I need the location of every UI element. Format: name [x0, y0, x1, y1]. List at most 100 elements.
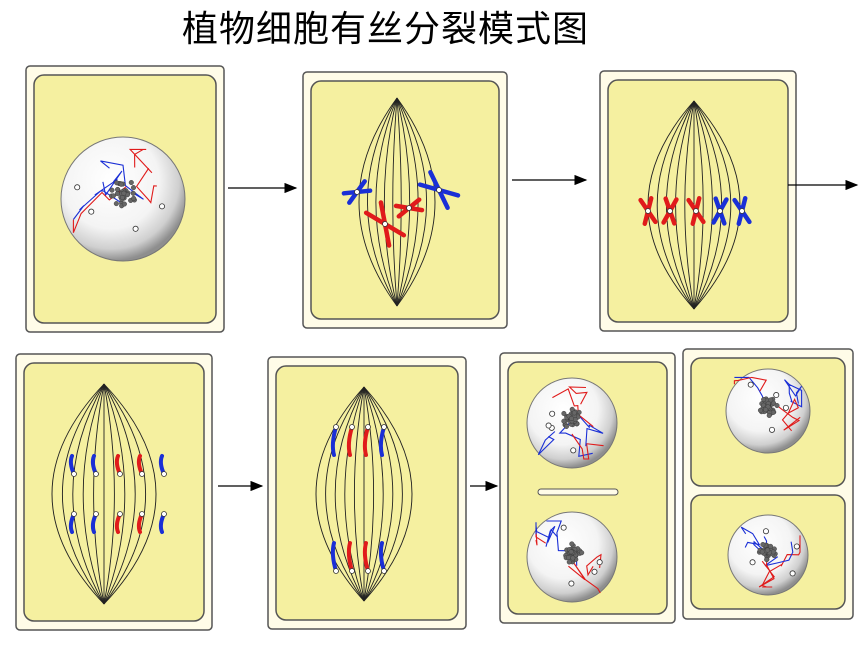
- centromere: [365, 568, 371, 574]
- chromosome: [114, 511, 123, 534]
- centromere: [773, 392, 780, 399]
- centromere: [349, 568, 355, 574]
- nucleolus-granule: [571, 410, 577, 416]
- nucleolus-granule: [757, 407, 763, 413]
- cell-anaphase-early: [15, 353, 213, 631]
- nucleolus-granule: [568, 549, 574, 555]
- chromosome: [378, 541, 387, 574]
- centromere: [591, 568, 598, 575]
- centromere: [645, 208, 651, 214]
- centromere: [596, 559, 603, 566]
- chromatin-thread: [586, 553, 602, 577]
- nucleolus-granule: [765, 547, 771, 553]
- centromere: [161, 511, 167, 517]
- nucleolus-granule: [759, 549, 765, 555]
- centromere: [381, 568, 387, 574]
- nucleolus-granule: [774, 402, 780, 408]
- chromatin-thread: [579, 416, 604, 447]
- chromosome: [378, 424, 387, 457]
- centromere: [71, 511, 77, 517]
- chromatin-thread: [94, 170, 123, 197]
- anaphase-late-spindle: [315, 386, 413, 602]
- chromatin-thread: [128, 148, 153, 174]
- chromosome: [362, 424, 371, 457]
- cell-prophase: [25, 65, 225, 333]
- daughter-upper-nucleus: [725, 368, 811, 454]
- cell-plate: [537, 488, 619, 496]
- spindle-fiber: [363, 386, 375, 602]
- centromere: [159, 203, 166, 210]
- chromatin-thread: [552, 388, 594, 428]
- nucleolus-granule: [561, 418, 567, 424]
- nucleolus-granule: [771, 400, 777, 406]
- nucleolus-granule: [764, 557, 770, 563]
- centromere: [354, 189, 360, 195]
- spindle-fiber: [353, 386, 365, 602]
- spindle-fiber: [693, 100, 704, 310]
- anaphase-early-spindle: [51, 383, 157, 605]
- chromosome: [417, 169, 461, 211]
- chromatin-thread: [535, 522, 550, 539]
- spindle-fiber: [82, 383, 105, 605]
- chromosome: [158, 511, 167, 534]
- chromatin-thread: [568, 561, 601, 594]
- centromere: [93, 471, 99, 477]
- chromosome: [68, 511, 77, 534]
- chromosome: [136, 454, 145, 477]
- spindle-fiber: [363, 386, 403, 602]
- spindle-fiber: [375, 97, 398, 307]
- nucleolus-granule: [131, 185, 137, 191]
- cell-anaphase-late: [267, 356, 467, 630]
- chromosome: [341, 179, 373, 205]
- spindle-fiber: [325, 386, 365, 602]
- centromere: [132, 225, 139, 232]
- nucleolus-granule: [566, 559, 572, 565]
- cell-metaphase: [599, 70, 797, 332]
- nucleolus-granule: [760, 542, 766, 548]
- chromatin-thread: [780, 535, 801, 567]
- nucleolus-granule: [766, 412, 772, 418]
- centromere: [349, 424, 355, 430]
- prometaphase-cytoplasm: [310, 80, 500, 320]
- chromatin-thread: [770, 400, 801, 431]
- chromosome: [90, 511, 99, 534]
- nucleolus-granule: [570, 555, 576, 561]
- nucleolus-granule: [768, 397, 774, 403]
- centromere: [570, 447, 577, 454]
- spindle-fiber: [93, 383, 105, 605]
- centromere: [560, 524, 567, 531]
- chromatin-thread: [784, 379, 803, 404]
- spindle-fiber: [62, 383, 105, 605]
- chromosome: [661, 196, 679, 226]
- centromere: [739, 208, 745, 214]
- nucleolus-granule: [561, 410, 567, 416]
- spindle-fiber: [392, 97, 398, 307]
- chromosome: [686, 195, 706, 227]
- centromere: [782, 404, 789, 411]
- spindle-fiber: [363, 386, 394, 602]
- spindle-fiber: [51, 383, 105, 605]
- spindle-fiber: [693, 100, 713, 310]
- spindle-fiber: [396, 97, 402, 307]
- nucleolus-granule: [114, 191, 120, 197]
- centromere: [74, 184, 81, 191]
- centromere: [545, 422, 552, 429]
- anaphase-late-cytoplasm: [275, 365, 459, 621]
- spindle-fiber: [103, 383, 115, 605]
- nucleolus-granule: [118, 181, 124, 187]
- spindle-fiber: [315, 386, 365, 602]
- spindle-fiber: [334, 386, 365, 602]
- spindle-fiber: [344, 386, 365, 602]
- chromosome: [90, 454, 99, 477]
- nucleolus-granule: [568, 415, 574, 421]
- spindle-fiber: [358, 97, 398, 307]
- centromere: [793, 543, 800, 550]
- centromere: [693, 208, 699, 214]
- chromatin-thread: [571, 433, 604, 460]
- centromere: [117, 471, 123, 477]
- chromosome: [362, 541, 371, 574]
- chromatin-thread: [100, 160, 144, 200]
- spindle-fiber: [103, 383, 157, 605]
- daughter-lower-nucleus: [727, 514, 809, 596]
